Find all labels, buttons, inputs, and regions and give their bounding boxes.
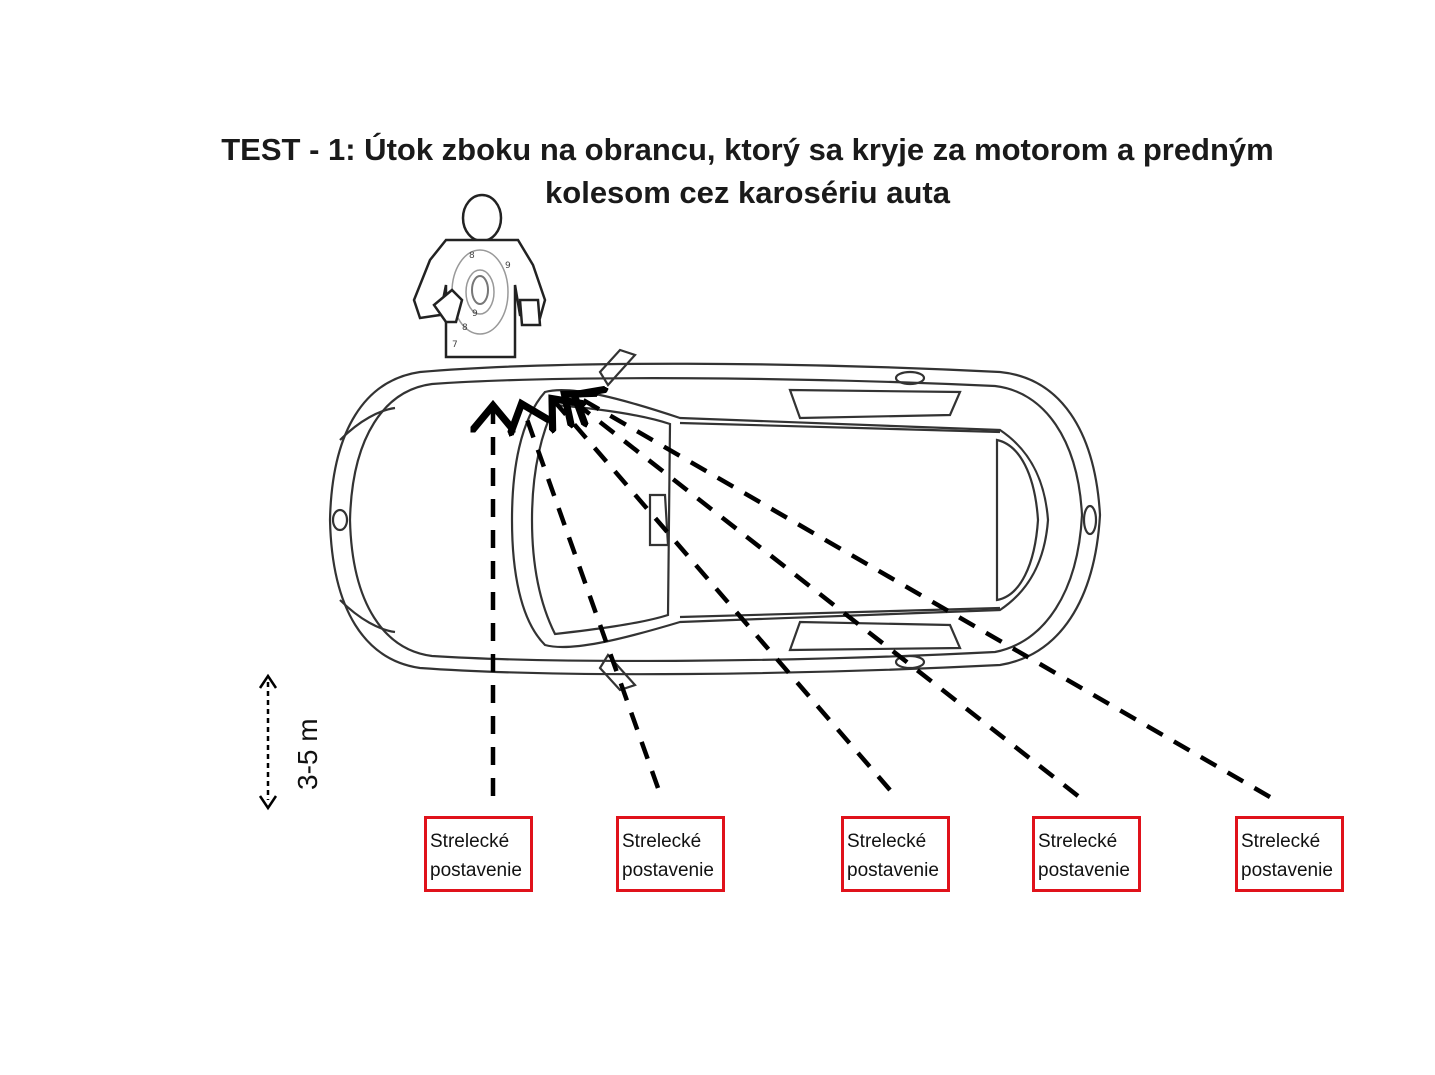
diagram-title: TEST - 1: Útok zboku na obrancu, ktorý s…: [150, 128, 1345, 214]
trajectory-lines: [493, 397, 1272, 799]
title-line-1: TEST - 1: Útok zboku na obrancu, ktorý s…: [221, 132, 1274, 167]
position-label: Strelecké: [1241, 831, 1321, 852]
position-label: Strelecké: [622, 831, 702, 852]
target-figure-icon: 9 8 9 8 7: [412, 193, 547, 359]
target-number: 9: [505, 261, 511, 271]
target-number: 8: [462, 323, 468, 333]
position-label: postavenie: [430, 860, 522, 881]
position-label: postavenie: [1038, 860, 1130, 881]
car-icon: [328, 348, 1102, 692]
position-label: Strelecké: [1038, 831, 1118, 852]
shooting-position-2: Strelecké postavenie: [616, 816, 725, 892]
target-number: 8: [469, 251, 475, 261]
position-label: postavenie: [1241, 860, 1333, 881]
distance-indicator: [258, 673, 278, 811]
distance-label: 3-5 m: [292, 718, 323, 790]
title-line-2: kolesom cez karosériu auta: [545, 175, 950, 210]
position-label: Strelecké: [847, 831, 927, 852]
trajectory-line-3: [555, 402, 892, 792]
trajectory-line-5: [578, 397, 1272, 799]
target-number: 9: [472, 309, 478, 319]
shooting-position-1: Strelecké postavenie: [424, 816, 533, 892]
trajectory-line-2: [523, 408, 661, 789]
trajectory-line-4: [568, 397, 1080, 798]
target-number: 7: [452, 340, 458, 350]
shooting-position-4: Strelecké postavenie: [1032, 816, 1141, 892]
shooting-position-3: Strelecké postavenie: [841, 816, 950, 892]
position-label: postavenie: [847, 860, 939, 881]
position-label: postavenie: [622, 860, 714, 881]
shooting-position-5: Strelecké postavenie: [1235, 816, 1344, 892]
position-label: Strelecké: [430, 831, 510, 852]
